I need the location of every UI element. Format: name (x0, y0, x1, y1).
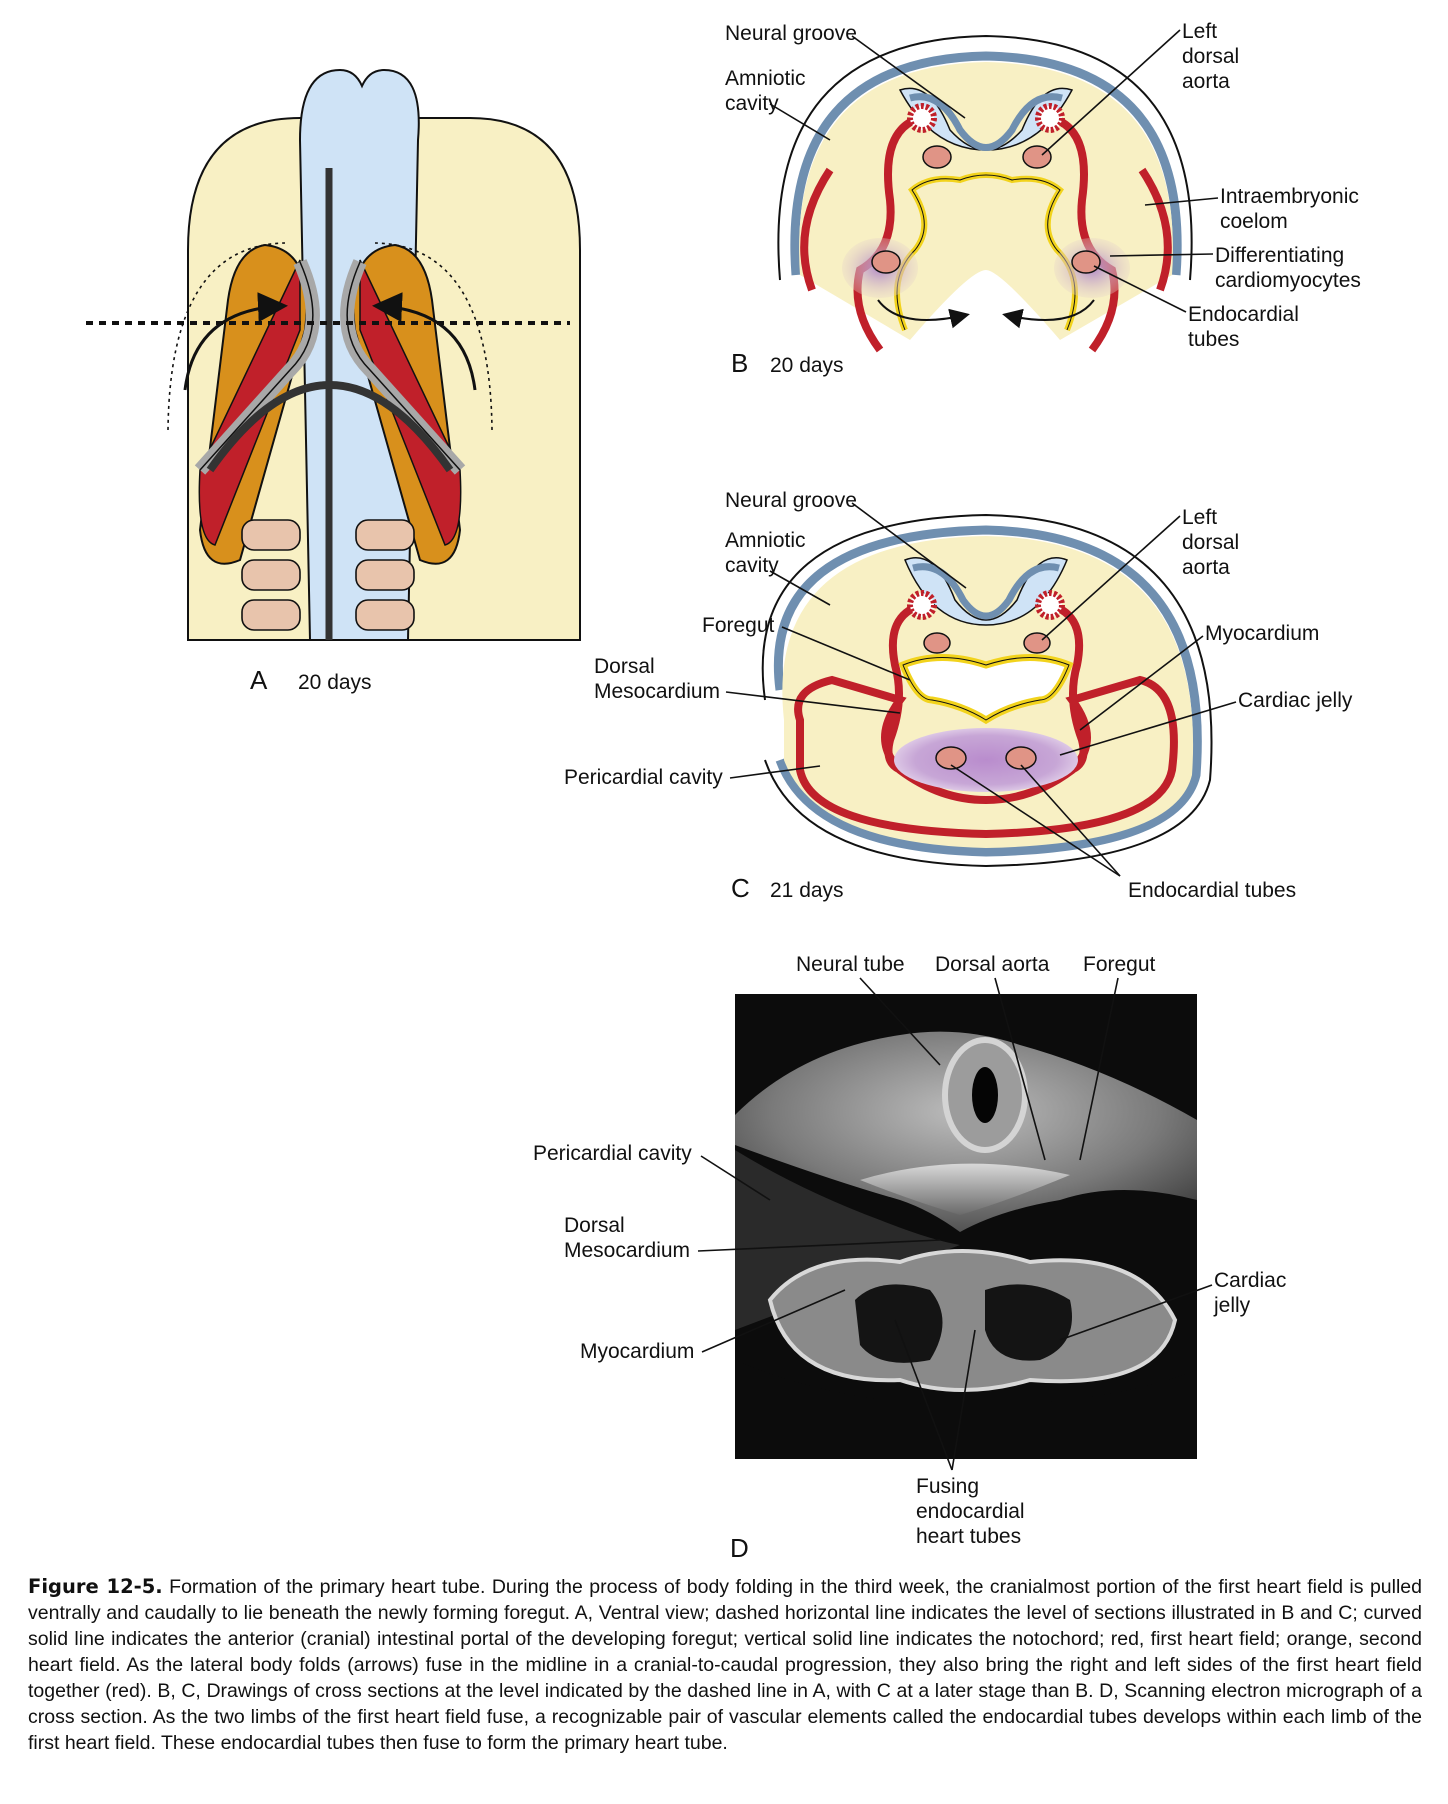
panel-d-electron-micrograph: Neural tube Dorsal aorta Foregut Pericar… (533, 953, 1292, 1560)
figure-caption: Figure 12-5. Formation of the primary he… (28, 1574, 1422, 1756)
intestinal-portal-curve (206, 381, 454, 473)
c-endocardial-tubes-label: Endocardial tubes (1128, 879, 1296, 902)
endocardial-bud-left-b-top (922, 145, 952, 169)
d-cardiac-jelly-label: Cardiac jelly (1213, 1269, 1292, 1317)
d-pericardial-cavity-label: Pericardial cavity (533, 1142, 692, 1165)
ectoderm-c (774, 525, 1202, 857)
endocardial-bud-right-b-top (1022, 145, 1052, 169)
amnion-outer-c (761, 513, 1213, 868)
dorsal-aorta-left-b (907, 103, 937, 133)
dorsal-aorta-left-c (907, 590, 937, 620)
micrograph-heart-region (767, 1249, 1178, 1392)
panel-b-letter: B (731, 348, 748, 378)
endocardial-tube-left-c (935, 746, 967, 770)
caption-text: Formation of the primary heart tube. Dur… (28, 1576, 1422, 1754)
d-foregut-label: Foregut (1083, 953, 1156, 976)
d-dorsal-aorta-label: Dorsal aorta (935, 953, 1050, 976)
d-fusing-endocardial-heart-tubes-label: Fusing endocardial heart tubes (916, 1475, 1030, 1548)
c-dorsal-mesocardium-label: Dorsal Mesocardium (594, 655, 720, 703)
dotted-body-fold-left (167, 242, 286, 431)
d-myocardium-label: Myocardium (580, 1340, 694, 1363)
amnion-outer (777, 34, 1193, 281)
first-heart-field-left (198, 259, 301, 546)
panel-b-cross-section-20-days: Neural groove Amniotic cavity Left dorsa… (725, 20, 1365, 378)
fold-arrow-left-b (877, 299, 970, 329)
fold-arrow-right-b (1002, 299, 1095, 329)
micrograph-foregut-band (860, 1163, 1070, 1215)
dotted-body-fold-right (374, 242, 493, 431)
panel-b-stage: 20 days (770, 354, 844, 377)
caption-label: Figure 12-5. (28, 1575, 163, 1598)
first-heart-field-right (359, 259, 462, 546)
micrograph-lower-tissue (735, 1360, 1197, 1459)
c-foregut-label: Foregut (702, 614, 775, 637)
panel-c-letter: C (731, 873, 750, 903)
d-neural-tube-label: Neural tube (796, 953, 905, 976)
panel-d-letter: D (730, 1533, 749, 1560)
neural-groove-b-line (909, 93, 1063, 151)
endocardial-tube-right-b (1071, 250, 1101, 274)
c-pericardial-cavity-label: Pericardial cavity (564, 766, 723, 789)
b-endocardial-tubes-label: Endocardial tubes (1188, 303, 1305, 351)
dorsal-aorta-right-c (1035, 590, 1065, 620)
somites (241, 519, 415, 631)
pericardial-wall-c (794, 675, 1178, 839)
b-neural-groove-label: Neural groove (725, 22, 857, 45)
endocardial-tube-left-b (871, 250, 901, 274)
figure-illustration: A 20 days Neural groove A (86, 20, 1365, 1560)
b-amniotic-cavity-label: Amniotic cavity (725, 67, 811, 115)
c-left-dorsal-aorta-label: Left dorsal aorta (1182, 506, 1245, 579)
b-intraembryonic-coelom-label: Intraembryonic coelom (1220, 185, 1365, 233)
body-fold-arrow-left (183, 292, 288, 391)
c-myocardium-label: Myocardium (1205, 622, 1319, 645)
panel-a-ventral-view: A 20 days (86, 68, 581, 695)
c-cardiac-jelly-label: Cardiac jelly (1238, 689, 1353, 712)
panel-a-letter: A (250, 665, 268, 695)
c-amniotic-cavity-label: Amniotic cavity (725, 529, 811, 577)
panel-c-cross-section-21-days: Neural groove Amniotic cavity Left dorsa… (564, 489, 1353, 903)
d-dorsal-mesocardium-label: Dorsal Mesocardium (564, 1214, 690, 1262)
endocardial-tube-right-c (1005, 746, 1037, 770)
body-fold-arrow-right (372, 292, 477, 391)
cardiac-jelly-c (894, 728, 1078, 792)
b-left-dorsal-aorta-label: Left dorsal aorta (1182, 20, 1245, 93)
panel-a-stage: 20 days (298, 671, 372, 694)
dorsal-aorta-right-b (1035, 103, 1065, 133)
c-neural-groove-label: Neural groove (725, 489, 857, 512)
neural-groove-c (904, 557, 1068, 626)
ectoderm-b (790, 51, 1182, 276)
b-differentiating-cardiomyocytes-label: Differentiating cardiomyocytes (1215, 244, 1361, 292)
neural-groove-b (898, 87, 1074, 151)
panel-c-stage: 21 days (770, 879, 844, 902)
